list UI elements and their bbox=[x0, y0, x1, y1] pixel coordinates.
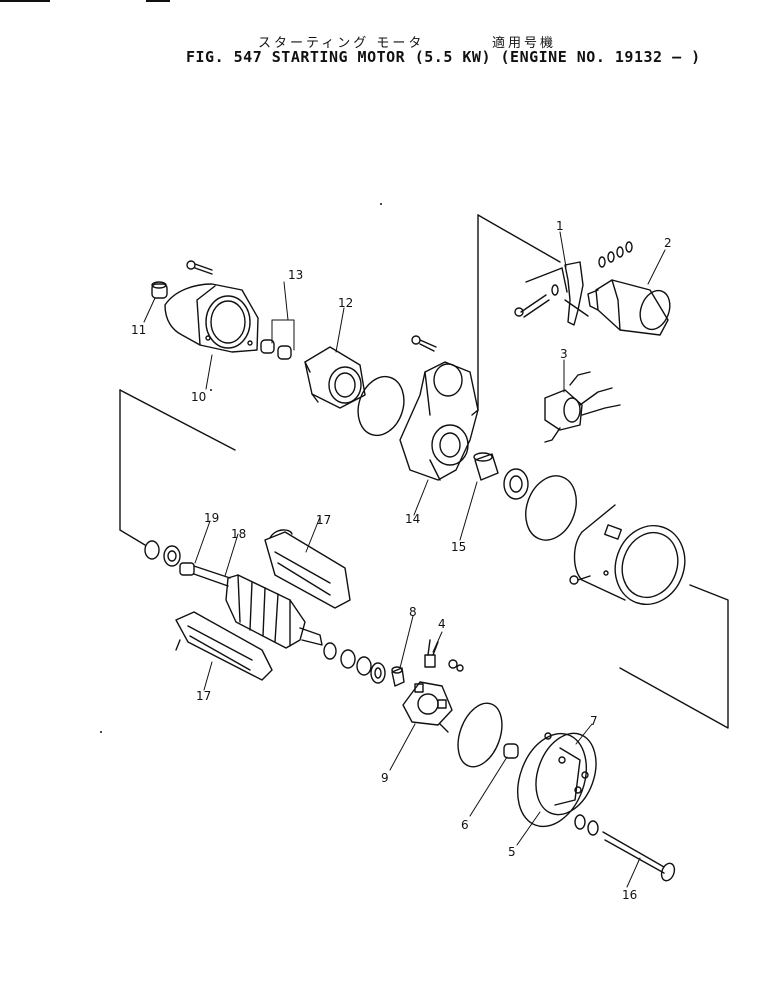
callout-14: 14 bbox=[405, 512, 420, 526]
part-17-field-coil-upper bbox=[264, 529, 351, 609]
callout-6: 6 bbox=[461, 818, 469, 832]
part-3-relay bbox=[544, 371, 621, 443]
callout-5: 5 bbox=[508, 845, 516, 859]
armature-washers-front bbox=[144, 540, 181, 567]
callout-2: 2 bbox=[664, 236, 672, 250]
yoke-field-frame bbox=[573, 504, 686, 606]
callout-16: 16 bbox=[622, 888, 637, 902]
part-2-magnetic-switch bbox=[587, 279, 671, 336]
part-13-bushings bbox=[260, 339, 292, 360]
callout-18: 18 bbox=[231, 527, 246, 541]
japanese-title: スターティング モータ bbox=[258, 36, 425, 51]
top-rule-mid bbox=[146, 0, 170, 2]
callout-9: 9 bbox=[381, 771, 389, 785]
part-9-brush-holder bbox=[402, 681, 453, 733]
part-16-through-bolt bbox=[602, 831, 676, 882]
callout-10: 10 bbox=[191, 390, 206, 404]
part-4-brush bbox=[424, 639, 464, 672]
callout-7: 7 bbox=[590, 714, 598, 728]
part-8-pin bbox=[391, 666, 405, 687]
bolt-housing-top bbox=[186, 260, 213, 275]
bracket-lines bbox=[119, 214, 729, 729]
armature-washers-rear bbox=[323, 642, 386, 684]
callout-13: 13 bbox=[288, 268, 303, 282]
part-19-armature-nose bbox=[179, 562, 195, 576]
part-14-drive-housing bbox=[399, 361, 479, 481]
o-ring-rear bbox=[457, 702, 503, 768]
o-ring-front bbox=[357, 375, 405, 437]
washers-through-bolt bbox=[574, 814, 599, 836]
part-5-rear-end-frame bbox=[517, 732, 597, 828]
part-17-field-coil-lower bbox=[175, 611, 273, 681]
leader-lines bbox=[143, 231, 666, 888]
screw-yoke bbox=[569, 575, 591, 585]
part-18-armature bbox=[193, 565, 323, 649]
callout-15: 15 bbox=[451, 540, 466, 554]
callout-19: 19 bbox=[204, 511, 219, 525]
callout-17-upper: 17 bbox=[316, 513, 331, 527]
part-12-pinion-clutch bbox=[304, 346, 366, 409]
bearing bbox=[503, 468, 529, 500]
bolt-center-housing bbox=[411, 335, 437, 352]
callout-17-lower: 17 bbox=[196, 689, 211, 703]
top-rule-left bbox=[0, 0, 50, 2]
o-ring-yoke bbox=[525, 475, 577, 541]
japanese-applicability-label: 適用号機 bbox=[492, 36, 557, 51]
part-7-through-bolt-holes bbox=[544, 732, 589, 779]
callout-11: 11 bbox=[131, 323, 146, 337]
callout-4: 4 bbox=[438, 617, 446, 631]
callout-8: 8 bbox=[409, 605, 417, 619]
figure-title: FIG. 547 STARTING MOTOR (5.5 KW) (ENGINE… bbox=[186, 48, 701, 66]
part-1-lever-set bbox=[514, 241, 633, 326]
part-11-bushing bbox=[151, 281, 168, 299]
scan-specks bbox=[100, 203, 382, 733]
part-6-bushing bbox=[503, 743, 519, 759]
callout-12: 12 bbox=[338, 296, 353, 310]
callout-numbers: 1 2 3 4 5 6 7 8 9 10 11 12 13 14 15 16 1… bbox=[131, 219, 672, 902]
part-15-bushing bbox=[473, 452, 499, 481]
callout-1: 1 bbox=[556, 219, 564, 233]
callout-3: 3 bbox=[560, 347, 568, 361]
part-10-front-housing bbox=[164, 283, 259, 353]
